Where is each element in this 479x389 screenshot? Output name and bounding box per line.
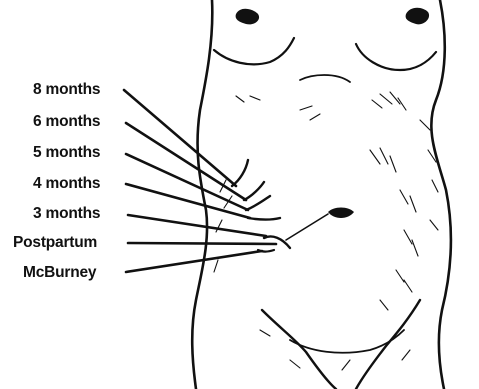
nipple-marks: [236, 8, 429, 25]
label-4-months: 4 months: [33, 176, 100, 192]
label-8-months: 8 months: [33, 82, 100, 98]
leader-8-months: [124, 90, 236, 186]
torso-outline: [192, 0, 451, 389]
label-mcburney: McBurney: [23, 265, 96, 281]
label-6-months: 6 months: [33, 114, 100, 130]
leader-postpartum: [128, 243, 276, 244]
leader-mcburney: [126, 251, 262, 272]
leader-3-months: [128, 215, 266, 236]
label-3-months: 3 months: [33, 206, 100, 222]
label-5-months: 5 months: [33, 145, 100, 161]
label-postpartum: Postpartum: [13, 235, 97, 251]
navel: [328, 208, 354, 219]
shading-hatches: [214, 92, 438, 370]
